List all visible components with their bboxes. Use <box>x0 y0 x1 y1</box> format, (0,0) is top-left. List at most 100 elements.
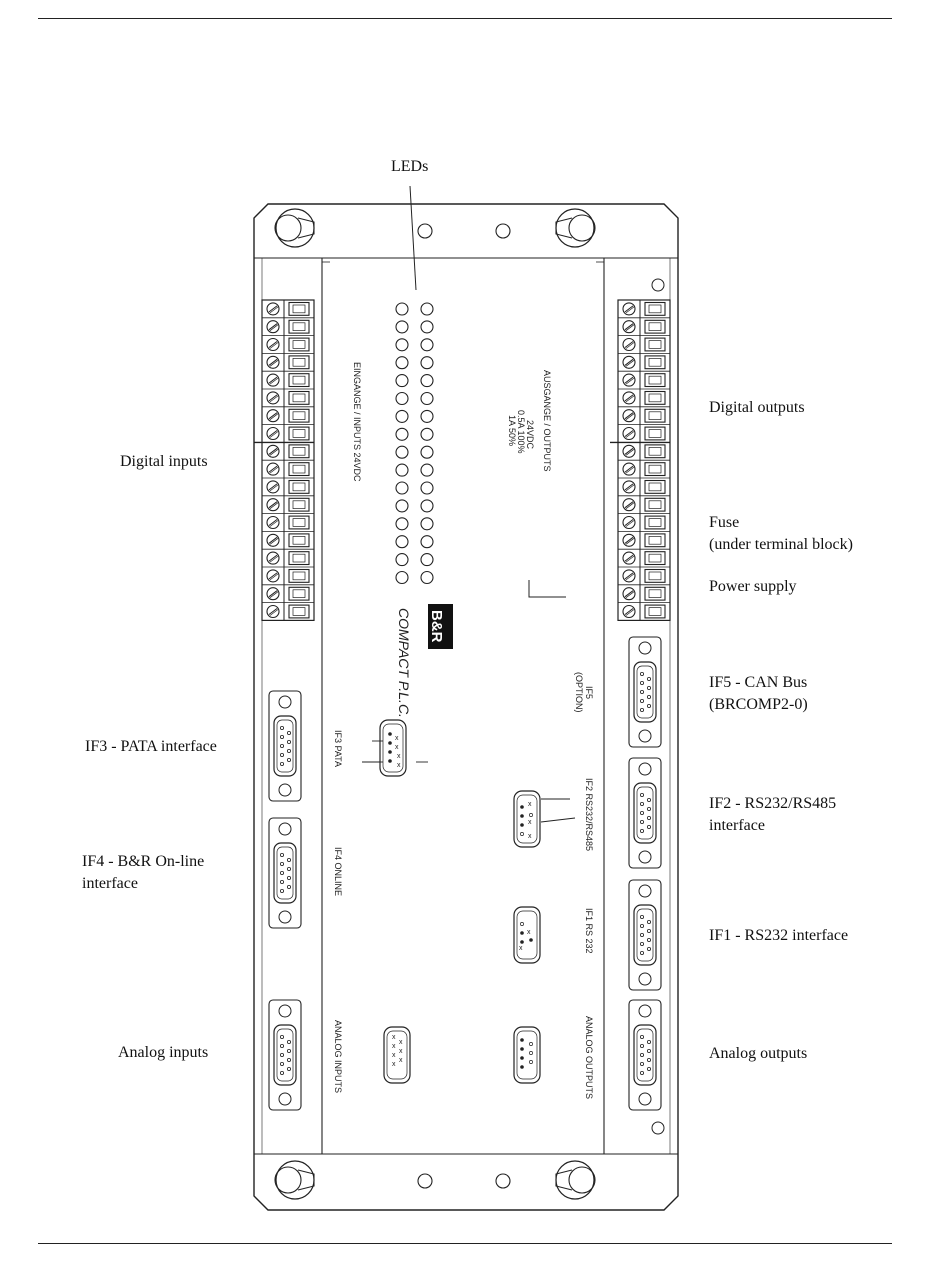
led-indicator <box>395 535 409 549</box>
label-fuse-line1: Fuse <box>709 514 740 531</box>
if1-pinout: xx <box>513 906 541 964</box>
led-indicator <box>420 338 434 352</box>
svg-text:x: x <box>528 819 532 826</box>
led-indicator <box>420 463 434 477</box>
if3-pata-label: IF3 PATA <box>333 730 343 767</box>
led-indicator <box>395 553 409 567</box>
label-leds: LEDs <box>391 158 429 175</box>
label-power-supply: Power supply <box>709 578 797 595</box>
svg-text:x: x <box>399 1039 403 1046</box>
brand-label: COMPACT P.L.C. <box>396 608 412 718</box>
screw-terminal <box>622 355 636 369</box>
label-if4-line2: interface <box>82 875 138 892</box>
screw-terminal <box>266 409 280 423</box>
led-indicator <box>395 338 409 352</box>
screw-terminal <box>622 551 636 565</box>
screw-terminal <box>622 515 636 530</box>
led-array <box>395 302 434 585</box>
svg-text:x: x <box>392 1052 396 1059</box>
screw-terminal <box>266 569 280 583</box>
label-digital-inputs: Digital inputs <box>120 453 208 470</box>
led-indicator <box>420 499 434 513</box>
label-fuse-line2: (under terminal block) <box>709 536 853 553</box>
analog-outputs-pinout <box>513 1026 541 1084</box>
analog-inputs-connector <box>268 999 302 1111</box>
led-indicator <box>395 356 409 370</box>
led-indicator <box>420 320 434 334</box>
analog-inputs-label: ANALOG INPUTS <box>333 1020 343 1093</box>
bottom-rule <box>38 1243 892 1244</box>
led-indicator <box>420 517 434 531</box>
screw-terminal <box>266 320 280 334</box>
led-indicator <box>395 427 409 441</box>
led-indicator <box>395 320 409 334</box>
terminal-block-left <box>254 299 315 621</box>
label-analog-inputs: Analog inputs <box>118 1044 209 1061</box>
mount-hole-top-right <box>555 208 596 248</box>
screw-terminal <box>622 604 636 619</box>
led-indicator <box>420 570 434 585</box>
if2-pinout: xxx <box>513 790 576 848</box>
br-logo: B&R <box>428 604 453 649</box>
screw-terminal <box>266 444 280 458</box>
screw-terminal <box>622 462 636 476</box>
screw-terminal <box>266 302 280 316</box>
if1-rs-label: IF1 RS 232 <box>584 908 594 954</box>
label-if2-line2: interface <box>709 817 765 834</box>
screw-terminal <box>622 498 636 512</box>
svg-text:x: x <box>399 1048 403 1055</box>
if1-connector <box>628 879 662 991</box>
led-indicator <box>395 517 409 531</box>
mount-hole-bottom-right <box>555 1160 596 1200</box>
top-rule <box>38 18 892 19</box>
led-indicator <box>395 302 409 316</box>
screw-terminal <box>266 533 280 547</box>
analog-outputs-label: ANALOG OUTPUTS <box>584 1016 594 1099</box>
screw-terminal <box>622 337 636 352</box>
label-analog-outputs: Analog outputs <box>709 1045 808 1062</box>
if2-connector <box>628 757 662 869</box>
screw-terminal <box>266 515 280 530</box>
led-indicator <box>395 463 409 477</box>
screw-terminal <box>266 355 280 369</box>
screw-terminal <box>622 533 636 547</box>
inputs-label: EINGANGE / INPUTS 24VDC <box>352 362 362 482</box>
led-indicator <box>420 445 434 459</box>
svg-text:x: x <box>399 1057 403 1064</box>
led-indicator <box>395 445 409 459</box>
screw-terminal <box>266 480 280 494</box>
led-indicator <box>395 481 409 495</box>
screw-terminal <box>622 587 636 601</box>
screw-terminal <box>622 373 636 387</box>
screw-terminal <box>266 498 280 512</box>
screw-terminal <box>622 426 636 441</box>
screw-terminal <box>622 391 636 405</box>
screw-terminal <box>622 444 636 458</box>
label-if2-line1: IF2 - RS232/RS485 <box>709 795 837 812</box>
outputs-spec-1: 24VDC <box>525 420 535 450</box>
screw-terminal <box>622 302 636 316</box>
svg-text:x: x <box>527 929 531 936</box>
screw-terminal <box>266 391 280 405</box>
led-indicator <box>420 535 434 549</box>
led-indicator <box>420 374 434 388</box>
if3-connector <box>268 690 302 802</box>
outputs-spec-2: 0.5A 100% <box>516 410 526 454</box>
label-if5-line1: IF5 - CAN Bus <box>709 674 808 691</box>
svg-text:x: x <box>395 735 399 742</box>
svg-text:x: x <box>397 762 401 769</box>
svg-text:x: x <box>519 945 523 952</box>
led-indicator <box>395 374 409 388</box>
svg-text:x: x <box>528 833 532 840</box>
led-indicator <box>420 356 434 370</box>
led-indicator <box>420 391 434 406</box>
label-if4-line1: IF4 - B&R On-line <box>82 853 205 870</box>
led-indicator <box>395 409 409 423</box>
svg-text:x: x <box>392 1034 396 1041</box>
if5-connector <box>628 636 662 748</box>
screw-terminal <box>266 462 280 476</box>
if4-online-label: IF4 ONLINE <box>333 847 343 896</box>
label-digital-outputs: Digital outputs <box>709 399 805 416</box>
terminal-block-right <box>610 299 671 621</box>
